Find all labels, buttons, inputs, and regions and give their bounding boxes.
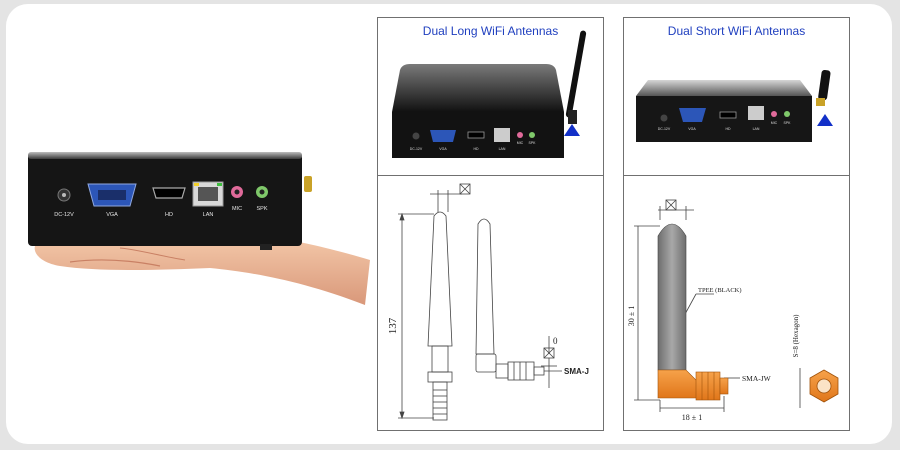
height-137: 137 xyxy=(387,317,399,334)
panel-short-photo: Dual Short WiFi Antennas DC-12V VGA HD L… xyxy=(623,17,850,176)
antenna-body xyxy=(657,223,687,371)
panel-long-drawing: 0 137 SMA-J xyxy=(377,175,604,431)
label-hd: HD xyxy=(165,212,173,218)
sma-jw-label: SMA-JW xyxy=(742,374,772,383)
hand xyxy=(34,238,371,305)
hero-photo: DC-12V VGA HD LAN MIC SPK xyxy=(28,152,371,305)
svg-text:DC-12V: DC-12V xyxy=(658,127,671,131)
material-label: TPEE (BLACK) xyxy=(698,287,742,294)
minipc-long-antenna-image: DC-12V VGA HD LAN MIC SPK xyxy=(392,30,587,158)
panel-short-title: Dual Short WiFi Antennas xyxy=(667,24,806,38)
antenna-marker-short xyxy=(817,114,833,126)
label-mic: MIC xyxy=(232,206,242,212)
antenna-stub xyxy=(304,176,312,192)
svg-text:HD: HD xyxy=(725,127,731,131)
svg-text:SPK: SPK xyxy=(528,141,536,145)
tilt-label: 0 xyxy=(553,336,558,346)
svg-text:DC-12V: DC-12V xyxy=(410,147,423,151)
panel-short-drawing: TPEE (BLACK) 30 ± 1 18 ± 1 SMA-JW S=8 (H… xyxy=(623,175,850,431)
height-30: 30 ± 1 xyxy=(627,306,636,326)
label-dc: DC-12V xyxy=(54,212,74,218)
svg-text:SPK: SPK xyxy=(783,121,791,125)
long-antenna xyxy=(565,30,587,118)
sma-j-label: SMA-J xyxy=(564,367,589,376)
orange-connector xyxy=(657,369,699,399)
svg-text:VGA: VGA xyxy=(688,127,696,131)
minipc-body xyxy=(28,154,302,246)
svg-text:MIC: MIC xyxy=(517,141,524,145)
panel-long-title: Dual Long WiFi Antennas xyxy=(422,24,559,38)
short-antenna-drawing: TPEE (BLACK) 30 ± 1 18 ± 1 SMA-JW S=8 (H… xyxy=(627,199,839,422)
svg-text:LAN: LAN xyxy=(753,127,760,131)
svg-text:HD: HD xyxy=(473,147,479,151)
label-vga: VGA xyxy=(106,212,118,218)
svg-text:MIC: MIC xyxy=(771,121,778,125)
panel-long-photo: Dual Long WiFi Antennas DC-12V VGA HD LA… xyxy=(377,17,604,176)
label-lan: LAN xyxy=(203,212,214,218)
svg-text:VGA: VGA xyxy=(439,147,447,151)
hdmi-port xyxy=(152,187,186,199)
svg-text:LAN: LAN xyxy=(499,147,506,151)
short-antenna xyxy=(818,69,831,101)
label-spk: SPK xyxy=(256,206,267,212)
hex-label: S=8 (Hexagon) xyxy=(792,314,800,358)
long-antenna-drawing: 0 137 SMA-J xyxy=(387,183,589,421)
width-18: 18 ± 1 xyxy=(682,413,702,422)
minipc-short-antenna-image: DC-12V VGA HD LAN MIC SPK xyxy=(636,69,833,142)
antenna-marker xyxy=(564,124,580,136)
